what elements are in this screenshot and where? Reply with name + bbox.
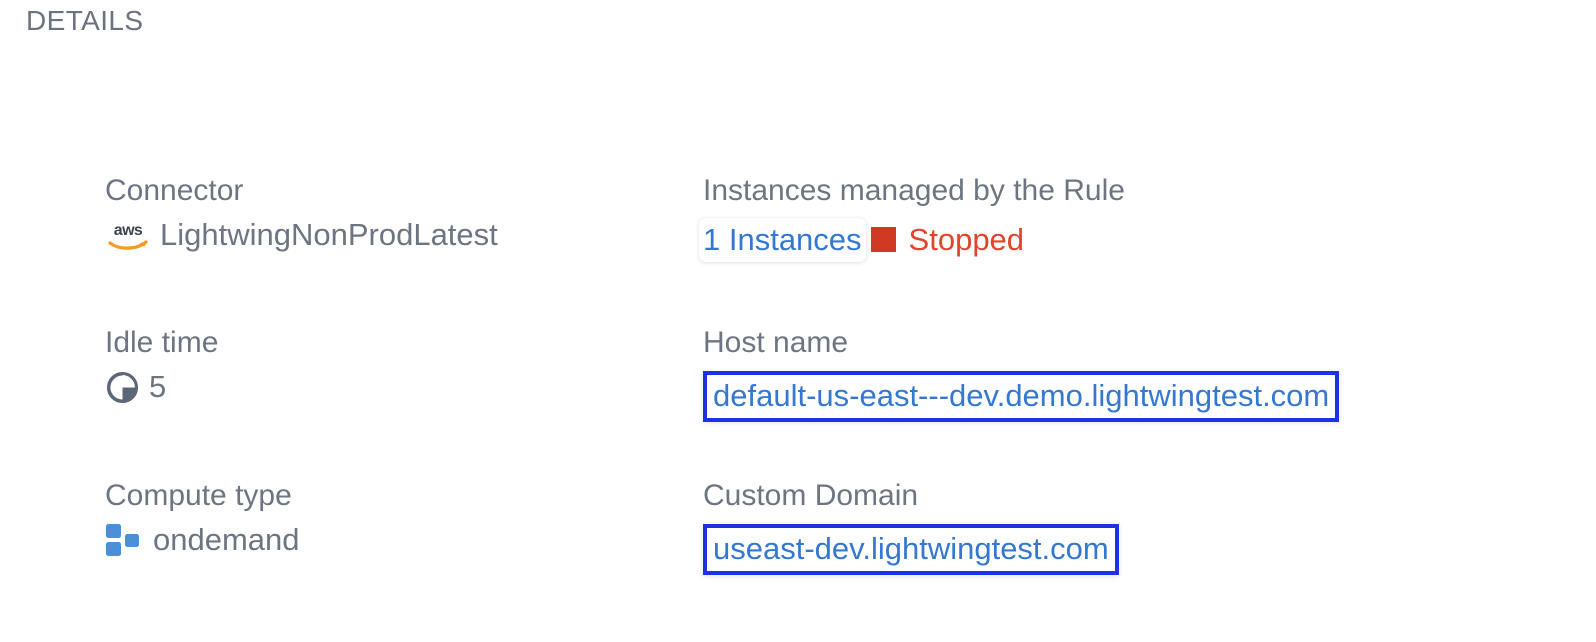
instances-count-card[interactable]: 1 Instances — [699, 217, 866, 262]
compute-type-label: Compute type — [105, 479, 292, 512]
connector-name: LightwingNonProdLatest — [160, 216, 498, 252]
field-connector: Connector aws LightwingNonProdLatest — [105, 175, 685, 252]
host-name-link[interactable]: default-us-east---dev.demo.lightwingtest… — [713, 377, 1330, 413]
instances-value-row: 1 Instances Stopped — [699, 217, 1583, 262]
aws-logo-icon: aws — [108, 222, 148, 250]
field-idle-time: Idle time 5 — [105, 327, 685, 405]
field-instances: Instances managed by the Rule 1 Instance… — [699, 174, 1583, 262]
status-badge: Stopped — [908, 222, 1025, 257]
idle-time-value-row: 5 — [105, 368, 685, 405]
compute-type-value-row: ondemand — [105, 521, 685, 558]
svg-text:aws: aws — [114, 222, 143, 239]
custom-domain-highlight-box: useast-dev.lightwingtest.com — [703, 523, 1119, 576]
custom-domain-label: Custom Domain — [703, 479, 919, 512]
instances-count-link[interactable]: 1 Instances — [703, 221, 862, 257]
idle-time-value: 5 — [149, 368, 167, 404]
compute-blocks-icon — [106, 523, 139, 556]
page-title: DETAILS — [26, 5, 144, 36]
instances-status: Stopped — [870, 222, 1025, 257]
connector-value-row: aws LightwingNonProdLatest — [105, 216, 685, 253]
host-name-highlight-box: default-us-east---dev.demo.lightwingtest… — [703, 370, 1340, 423]
custom-domain-link[interactable]: useast-dev.lightwingtest.com — [713, 530, 1109, 566]
idle-time-label: Idle time — [105, 326, 219, 359]
compute-type-value: ondemand — [153, 521, 300, 557]
connector-label: Connector — [105, 174, 244, 207]
field-compute-type: Compute type ondemand — [105, 480, 685, 557]
host-name-label: Host name — [703, 326, 849, 359]
clock-icon — [106, 371, 139, 403]
field-host-name: Host name default-us-east---dev.demo.lig… — [703, 326, 1583, 423]
field-custom-domain: Custom Domain useast-dev.lightwingtest.c… — [703, 479, 1583, 576]
instances-label: Instances managed by the Rule — [703, 174, 1125, 207]
stopped-square-icon — [870, 227, 896, 252]
